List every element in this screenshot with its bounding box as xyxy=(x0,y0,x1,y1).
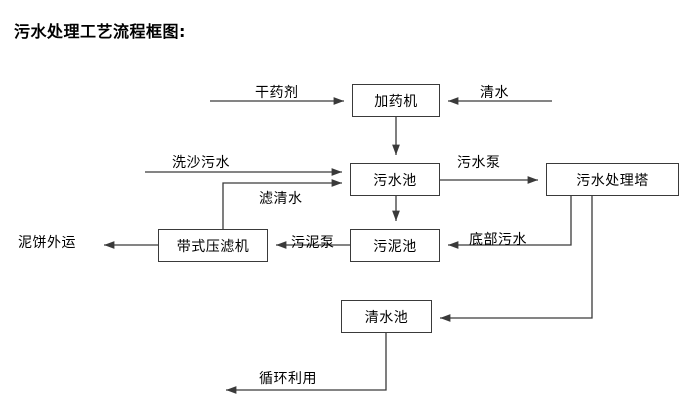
edge-label-filtered-water: 滤清水 xyxy=(259,191,303,207)
node-label-belt-filter-press: 带式压滤机 xyxy=(176,238,250,255)
edge-label-recycling-reuse: 循环利用 xyxy=(259,371,317,387)
node-label-clear-water-pool: 清水池 xyxy=(364,309,409,326)
connector-clear-water-pool-to-reuse xyxy=(226,333,387,394)
node-label-sewage-pool: 污水池 xyxy=(373,172,417,189)
edge-label-sand-wash-sewage: 洗沙污水 xyxy=(172,155,230,171)
connector-tower-to-sludge-pool xyxy=(448,196,572,249)
edge-label-mud-cake-out: 泥饼外运 xyxy=(18,235,76,251)
edge-label-dry-reagent: 干药剂 xyxy=(255,85,299,101)
edge-label-bottom-sewage: 底部污水 xyxy=(469,232,527,248)
node-treatment-tower[interactable]: 污水处理塔 xyxy=(546,163,679,196)
node-sewage-pool[interactable]: 污水池 xyxy=(350,163,440,196)
edge-label-sewage-pump: 污水泵 xyxy=(457,155,501,171)
edge-label-sludge-pump: 污泥泵 xyxy=(291,235,335,251)
node-sludge-pool[interactable]: 污泥池 xyxy=(350,229,440,262)
node-label-dosing-machine: 加药机 xyxy=(374,93,418,110)
node-clear-water-pool[interactable]: 清水池 xyxy=(341,300,432,333)
page-title: 污水处理工艺流程框图: xyxy=(14,22,186,41)
node-label-treatment-tower: 污水处理塔 xyxy=(576,172,649,189)
node-label-sludge-pool: 污泥池 xyxy=(373,238,417,255)
node-dosing-machine[interactable]: 加药机 xyxy=(352,84,440,117)
node-belt-filter-press[interactable]: 带式压滤机 xyxy=(158,229,268,262)
connector-belt-press-to-sewage-pool xyxy=(222,179,342,229)
edge-label-clean-water-in: 清水 xyxy=(480,85,509,101)
connector-tower-to-clear-water-pool xyxy=(440,196,593,322)
